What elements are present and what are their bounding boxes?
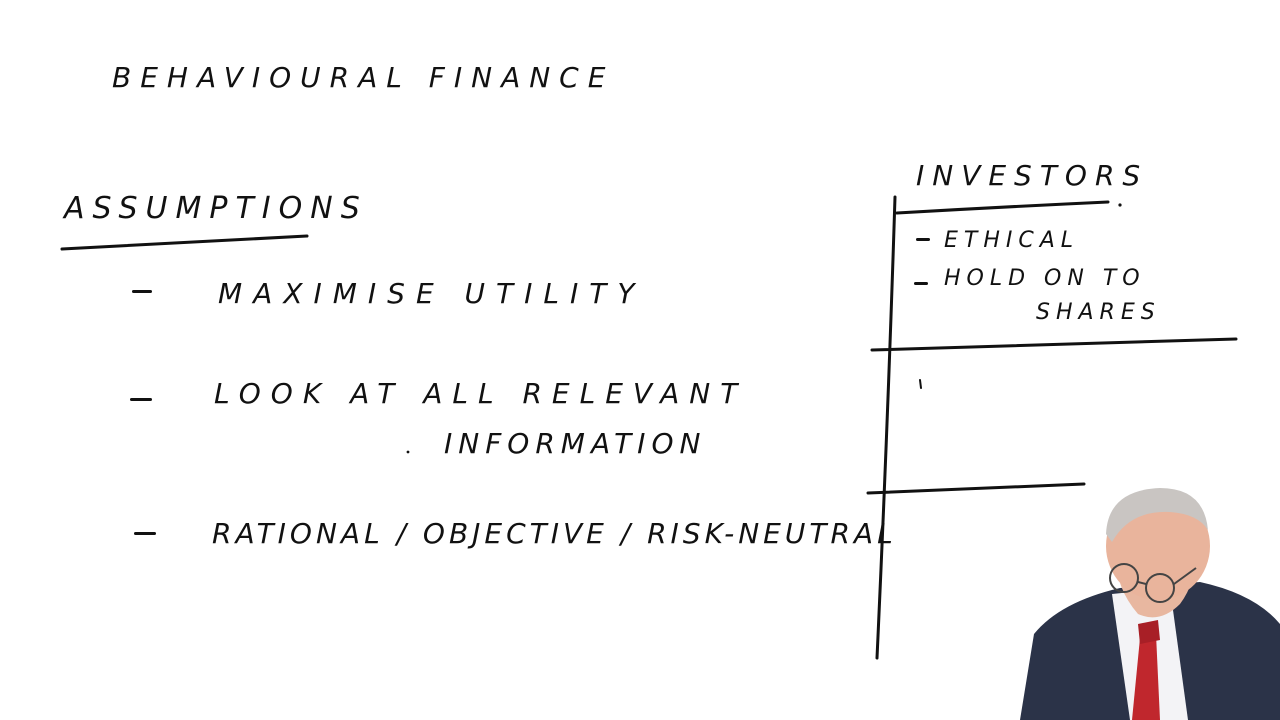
assumptions-heading: ASSUMPTIONS [64, 191, 368, 226]
bullet-dash [134, 532, 156, 535]
assumption-item-continued: INFORMATION [444, 427, 707, 460]
bullet-dash [130, 398, 152, 401]
assumption-item: MAXIMISE UTILITY [218, 277, 646, 310]
bullet-dash [914, 282, 928, 285]
investor-item: HOLD ON TO [944, 266, 1146, 291]
investors-heading: INVESTORS [916, 159, 1149, 192]
presenter-image [1020, 488, 1280, 720]
bullet-dash [132, 290, 152, 293]
investor-item-continued: SHARES [1036, 300, 1161, 325]
investor-item: ETHICAL [944, 228, 1080, 253]
board-title: BEHAVIOURAL FINANCE [112, 61, 615, 94]
assumption-item: RATIONAL / OBJECTIVE / RISK-NEUTRAL [212, 517, 897, 550]
bullet-dash [916, 238, 930, 241]
assumption-item: LOOK AT ALL RELEVANT [214, 377, 748, 410]
